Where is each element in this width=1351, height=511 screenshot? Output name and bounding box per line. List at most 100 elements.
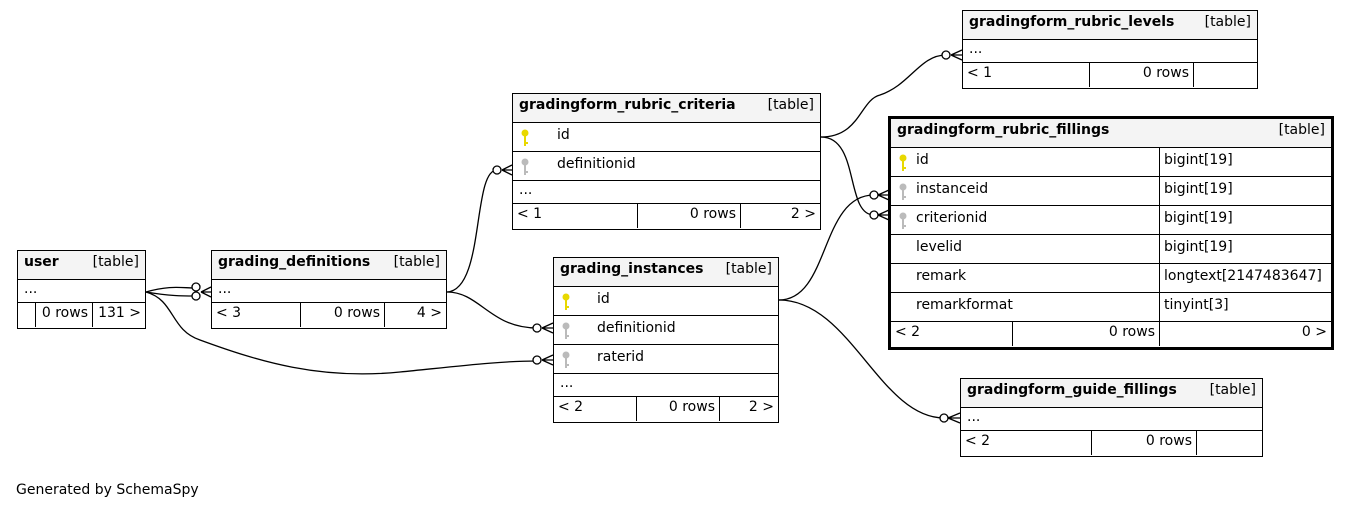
row-count: 0 rows [637, 397, 720, 421]
table-gradingform-rubric-levels[interactable]: gradingform_rubric_levels [table] ... < … [962, 10, 1258, 89]
column-row[interactable]: instanceid bigint[19] [891, 176, 1331, 206]
row-count: 0 rows [1092, 431, 1197, 455]
parents-count[interactable]: < 1 [963, 63, 1090, 87]
column-row[interactable]: raterid [554, 345, 778, 374]
table-header[interactable]: grading_instances [table] [554, 258, 778, 287]
column-type: longtext[2147483647] [1164, 268, 1322, 284]
table-header[interactable]: grading_definitions [table] [212, 251, 446, 280]
children-count[interactable]: 0 > [1301, 324, 1327, 340]
more-columns: ... [513, 181, 820, 204]
table-grading-definitions[interactable]: grading_definitions [table] ... < 3 0 ro… [211, 250, 447, 329]
table-gradingform-rubric-criteria[interactable]: gradingform_rubric_criteria [table] id d… [512, 93, 821, 230]
table-header[interactable]: user [table] [18, 251, 145, 280]
crow-foot-guide [947, 412, 961, 424]
optional-circle [869, 190, 879, 200]
table-type-label: [table] [393, 254, 440, 270]
primary-key-icon [521, 129, 529, 146]
table-type-label: [table] [1278, 122, 1325, 138]
link-instances-definitions [446, 291, 538, 329]
children-count[interactable]: 4 > [416, 305, 442, 321]
row-count: 0 rows [1013, 322, 1160, 346]
table-footer: < 1 0 rows 2 > [513, 204, 820, 228]
children-count[interactable]: 131 > [98, 305, 141, 321]
column-type: tinyint[3] [1164, 297, 1229, 313]
table-header[interactable]: gradingform_guide_fillings [table] [961, 379, 1262, 408]
table-header[interactable]: gradingform_rubric_levels [table] [963, 11, 1257, 40]
more-columns: ... [212, 280, 446, 303]
column-type: bigint[19] [1164, 239, 1233, 255]
link-fillings-instances [778, 194, 875, 301]
column-type: bigint[19] [1164, 181, 1233, 197]
table-grading-instances[interactable]: grading_instances [table] id definitioni… [553, 257, 779, 423]
more-columns: ... [961, 408, 1262, 431]
column-row[interactable]: id bigint[19] [891, 147, 1331, 177]
column-row[interactable]: id [554, 287, 778, 316]
table-footer: < 2 0 rows 0 > [891, 322, 1331, 346]
parents-count[interactable]: < 3 [212, 303, 301, 327]
table-name: grading_definitions [218, 254, 371, 270]
children-count[interactable] [1197, 431, 1262, 455]
foreign-key-icon [899, 183, 907, 200]
column-name: definitionid [557, 156, 636, 172]
column-name: remark [916, 268, 967, 284]
optional-circle [532, 323, 542, 333]
crow-foot-instances-rater [541, 354, 554, 366]
children-count[interactable] [1194, 63, 1257, 87]
table-type-label: [table] [767, 97, 814, 113]
table-header[interactable]: gradingform_rubric_fillings [table] [891, 119, 1331, 148]
column-row[interactable]: remark longtext[2147483647] [891, 263, 1331, 293]
table-footer: < 1 0 rows [963, 63, 1257, 87]
table-name: grading_instances [560, 261, 704, 277]
column-row[interactable]: definitionid [554, 316, 778, 345]
generator-credit: Generated by SchemaSpy [16, 482, 199, 498]
column-name: raterid [597, 349, 644, 365]
parents-count[interactable] [18, 303, 36, 327]
row-count: 0 rows [1090, 63, 1194, 87]
column-row[interactable]: remarkformat tinyint[3] [891, 292, 1331, 322]
column-name: levelid [916, 239, 963, 255]
children-count[interactable]: 2 > [748, 399, 774, 415]
optional-circle [869, 210, 879, 220]
parents-count[interactable]: < 2 [961, 431, 1092, 455]
table-user[interactable]: user [table] ... 0 rows 131 > [17, 250, 146, 329]
primary-key-icon [899, 154, 907, 171]
column-row[interactable]: id [513, 123, 820, 152]
parents-count[interactable]: < 2 [554, 397, 637, 421]
crow-foot-fillings-crit [877, 209, 890, 221]
row-count: 0 rows [638, 204, 741, 228]
link-definitions-user-a [145, 286, 196, 293]
parents-count[interactable]: < 2 [891, 322, 1013, 346]
table-name: gradingform_rubric_criteria [519, 97, 736, 113]
column-name: criterionid [916, 210, 988, 226]
table-type-label: [table] [1204, 14, 1251, 30]
children-count[interactable]: 2 > [790, 206, 816, 222]
table-header[interactable]: gradingform_rubric_criteria [table] [513, 94, 820, 123]
link-fillings-criteria [820, 136, 875, 216]
primary-key-icon [562, 293, 570, 310]
optional-circle [941, 50, 951, 60]
link-instances-user [145, 291, 538, 375]
table-gradingform-guide-fillings[interactable]: gradingform_guide_fillings [table] ... <… [960, 378, 1263, 457]
column-type: bigint[19] [1164, 210, 1233, 226]
column-row[interactable]: levelid bigint[19] [891, 234, 1331, 264]
column-name: id [597, 291, 610, 307]
table-name: gradingform_guide_fillings [967, 382, 1177, 398]
more-columns: ... [18, 280, 145, 303]
column-row[interactable]: definitionid [513, 152, 820, 181]
table-gradingform-rubric-fillings[interactable]: gradingform_rubric_fillings [table] id b… [888, 116, 1334, 350]
link-guide-instances [778, 299, 945, 419]
parents-count[interactable]: < 1 [513, 204, 638, 228]
table-type-label: [table] [725, 261, 772, 277]
table-footer: 0 rows 131 > [18, 303, 145, 327]
row-count: 0 rows [36, 303, 93, 327]
table-footer: < 2 0 rows 2 > [554, 397, 778, 421]
row-count: 0 rows [301, 303, 385, 327]
crow-foot-instances-def [541, 322, 554, 334]
crow-foot-definitions [200, 286, 212, 298]
table-type-label: [table] [92, 254, 139, 270]
column-name: definitionid [597, 320, 676, 336]
optional-circle [191, 282, 201, 292]
table-name: gradingform_rubric_levels [969, 14, 1175, 30]
column-row[interactable]: criterionid bigint[19] [891, 205, 1331, 235]
